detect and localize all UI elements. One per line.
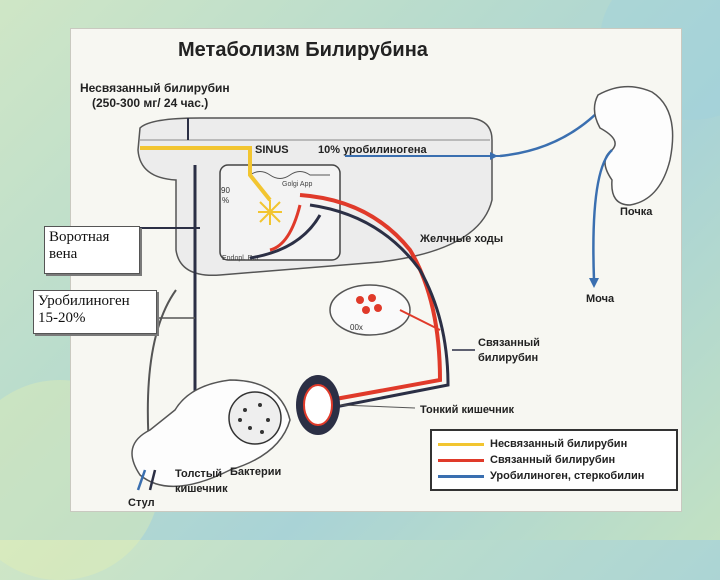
- portal-vein-box: Воротная вена: [44, 226, 140, 274]
- small-intestine-lumen: [303, 384, 333, 426]
- cell-to-duct: [269, 204, 302, 252]
- bile-duct-conjugated: [299, 193, 443, 402]
- legend-label: Уробилиноген, стеркобилин: [490, 470, 645, 482]
- stool-label: Стул: [128, 497, 155, 509]
- gall-to-duct: [399, 309, 441, 331]
- gall-bladder-cells: [356, 294, 382, 314]
- urine-label: Моча: [586, 293, 615, 305]
- portal-vein-label-2: вена: [49, 246, 78, 263]
- pointer-line: [339, 404, 416, 409]
- bile-duct-dark: [309, 203, 450, 410]
- conjugated-label: Связанный: [478, 337, 540, 349]
- legend-swatch: [438, 442, 484, 446]
- arrowhead: [589, 278, 599, 288]
- bacteria-dots: [238, 403, 270, 434]
- small-intestine-label: Тонкий кишечник: [420, 404, 515, 416]
- large-intestine-label: Толстый: [175, 468, 222, 480]
- legend-label: Связанный билирубин: [490, 454, 616, 466]
- golgi-label: Golgi App: [282, 181, 312, 188]
- conjugated-label-2: билирубин: [478, 352, 538, 364]
- urobilinogen-box-label: Уробилиноген: [38, 293, 130, 309]
- endopl-label: Endopl. Ret: [222, 255, 259, 262]
- cell-to-duct-dark: [249, 214, 322, 260]
- sinus-label: SINUS: [255, 144, 289, 156]
- urobilinogen-box: Уробилиноген 15-20%: [33, 290, 157, 334]
- stool-arrow: [136, 469, 147, 491]
- unconjugated-flow: [140, 146, 272, 202]
- arrowhead: [490, 152, 498, 160]
- legend-label: Несвязанный билирубин: [490, 438, 628, 450]
- kidney-label: Почка: [620, 206, 653, 218]
- urobilinogen-box-pct: 15-20%: [38, 310, 86, 327]
- legend-swatch: [438, 474, 484, 478]
- conjugation-site: [258, 200, 282, 225]
- ureter-line: [592, 149, 613, 281]
- portal-vein-label: Воротная: [49, 229, 110, 245]
- bilirubin-diagram: Метаболизм Билирубина Несвязанный билиру…: [80, 39, 674, 509]
- urobilinogen-10-label: 10% уробилиногена: [318, 144, 427, 156]
- bile-ducts-label: Желчные ходы: [419, 233, 503, 245]
- diagram-title: Метаболизм Билирубина: [178, 39, 429, 61]
- golgi-apparatus: [249, 171, 330, 179]
- legend-item: Уробилиноген, стеркобилин: [438, 469, 644, 483]
- kidney-shape: [593, 86, 674, 206]
- pct-sign-label: %: [222, 196, 229, 205]
- bacteria-label: Бактерии: [230, 466, 281, 478]
- unconjugated-label: Несвязанный билирубин: [80, 81, 230, 95]
- kidney-inflow: [499, 109, 601, 158]
- pct-90-label: 90: [221, 186, 230, 195]
- legend: Несвязанный билирубин Связанный билируби…: [430, 429, 678, 491]
- large-intestine-label-2: кишечник: [175, 483, 228, 495]
- unconjugated-rate-label: (250-300 мг/ 24 час.): [92, 96, 208, 110]
- gall-x-label: 00x: [350, 323, 363, 332]
- legend-item: Несвязанный билирубин: [438, 437, 627, 451]
- legend-item: Связанный билирубин: [438, 453, 615, 467]
- stool-arrow-dark: [148, 469, 157, 491]
- bacteria-section: [228, 391, 282, 445]
- legend-swatch: [438, 458, 484, 462]
